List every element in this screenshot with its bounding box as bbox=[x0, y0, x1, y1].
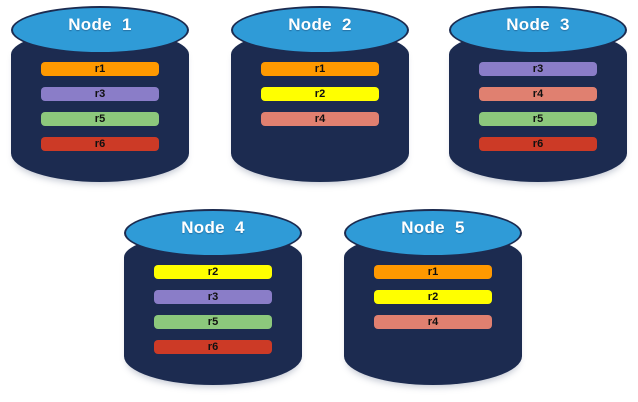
replica-bar[interactable]: r3 bbox=[41, 87, 159, 101]
replica-bar[interactable]: r5 bbox=[41, 112, 159, 126]
cylinder-body bbox=[11, 30, 189, 182]
cylinder-body bbox=[449, 30, 627, 182]
replica-bar[interactable]: r2 bbox=[261, 87, 379, 101]
replica-bar[interactable]: r6 bbox=[41, 137, 159, 151]
node-label: Node 5 bbox=[401, 218, 465, 237]
cylinder-top-ellipse bbox=[449, 6, 627, 54]
node-label: Node 4 bbox=[181, 218, 245, 237]
replica-bar[interactable]: r3 bbox=[479, 62, 597, 76]
cylinder-body bbox=[124, 233, 302, 385]
node-cylinder-1[interactable]: Node 1 r1 r3 r5 r6 bbox=[11, 6, 189, 194]
replica-bar[interactable]: r5 bbox=[154, 315, 272, 329]
cylinder-top-ellipse bbox=[11, 6, 189, 54]
node-cylinder-2[interactable]: Node 2 r1 r2 r4 bbox=[231, 6, 409, 194]
node-cylinder-4[interactable]: Node 4 r2 r3 r5 r6 bbox=[124, 209, 302, 397]
replica-bar[interactable]: r1 bbox=[374, 265, 492, 279]
node-cylinder-5[interactable]: Node 5 r1 r2 r4 bbox=[344, 209, 522, 397]
cylinder-body bbox=[344, 233, 522, 385]
node-label: Node 3 bbox=[506, 15, 570, 34]
replica-bar[interactable]: r2 bbox=[154, 265, 272, 279]
replica-list: r1 r2 r4 bbox=[374, 265, 492, 329]
cylinder-body bbox=[231, 30, 409, 182]
replica-bar[interactable]: r1 bbox=[261, 62, 379, 76]
replica-bar[interactable]: r4 bbox=[479, 87, 597, 101]
cylinder-top-ellipse bbox=[231, 6, 409, 54]
node-label: Node 1 bbox=[68, 15, 132, 34]
replica-bar[interactable]: r5 bbox=[479, 112, 597, 126]
replica-list: r3 r4 r5 r6 bbox=[479, 62, 597, 151]
replica-list: r1 r2 r4 bbox=[261, 62, 379, 126]
node-label: Node 2 bbox=[288, 15, 352, 34]
replica-list: r1 r3 r5 r6 bbox=[41, 62, 159, 151]
replica-bar[interactable]: r4 bbox=[374, 315, 492, 329]
node-cylinder-3[interactable]: Node 3 r3 r4 r5 r6 bbox=[449, 6, 627, 194]
replica-bar[interactable]: r4 bbox=[261, 112, 379, 126]
replica-bar[interactable]: r6 bbox=[479, 137, 597, 151]
replica-list: r2 r3 r5 r6 bbox=[154, 265, 272, 354]
replica-bar[interactable]: r6 bbox=[154, 340, 272, 354]
cylinder-top-ellipse bbox=[344, 209, 522, 257]
replica-bar[interactable]: r1 bbox=[41, 62, 159, 76]
replica-bar[interactable]: r2 bbox=[374, 290, 492, 304]
replica-bar[interactable]: r3 bbox=[154, 290, 272, 304]
cylinder-top-ellipse bbox=[124, 209, 302, 257]
